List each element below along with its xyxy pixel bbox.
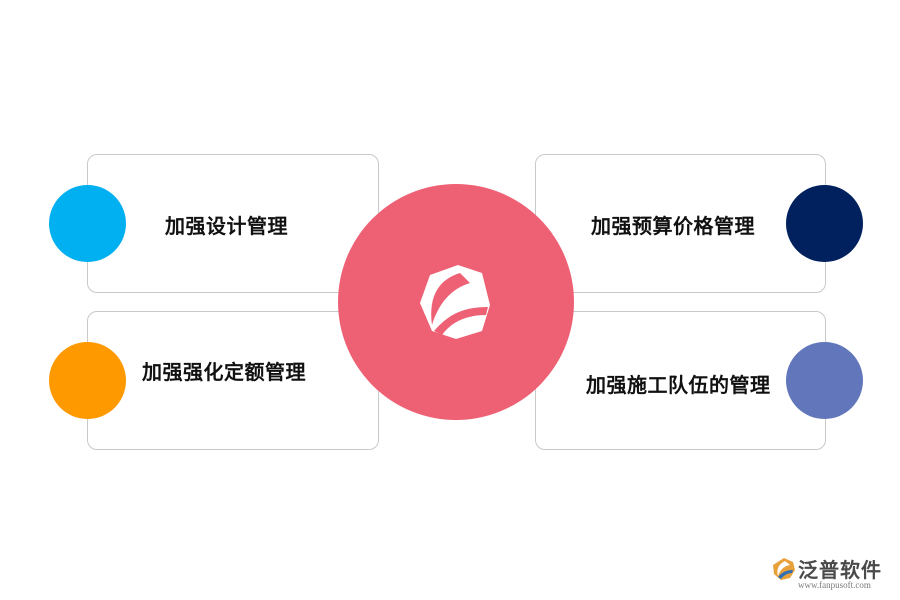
label-quota: 加强强化定额管理 [142, 360, 306, 384]
watermark-title: 泛普软件 [798, 558, 882, 582]
stylized-leaf-logo-icon [420, 265, 490, 339]
dot-construction-team [786, 342, 863, 419]
dot-quota [49, 342, 126, 419]
label-construction-team: 加强施工队伍的管理 [586, 373, 771, 397]
fanpu-logo-icon [773, 558, 795, 580]
central-hub-circle [338, 184, 574, 420]
label-budget-price: 加强预算价格管理 [591, 214, 755, 238]
dot-design [49, 185, 126, 262]
watermark: 泛普软件 www.fanpusoft.com [768, 552, 894, 596]
card-design [87, 154, 379, 293]
dot-budget-price [786, 185, 863, 262]
watermark-url: www.fanpusoft.com [798, 580, 871, 590]
card-budget-price [535, 154, 826, 293]
card-quota [87, 311, 379, 450]
label-design: 加强设计管理 [165, 214, 288, 238]
card-construction-team [535, 311, 826, 450]
